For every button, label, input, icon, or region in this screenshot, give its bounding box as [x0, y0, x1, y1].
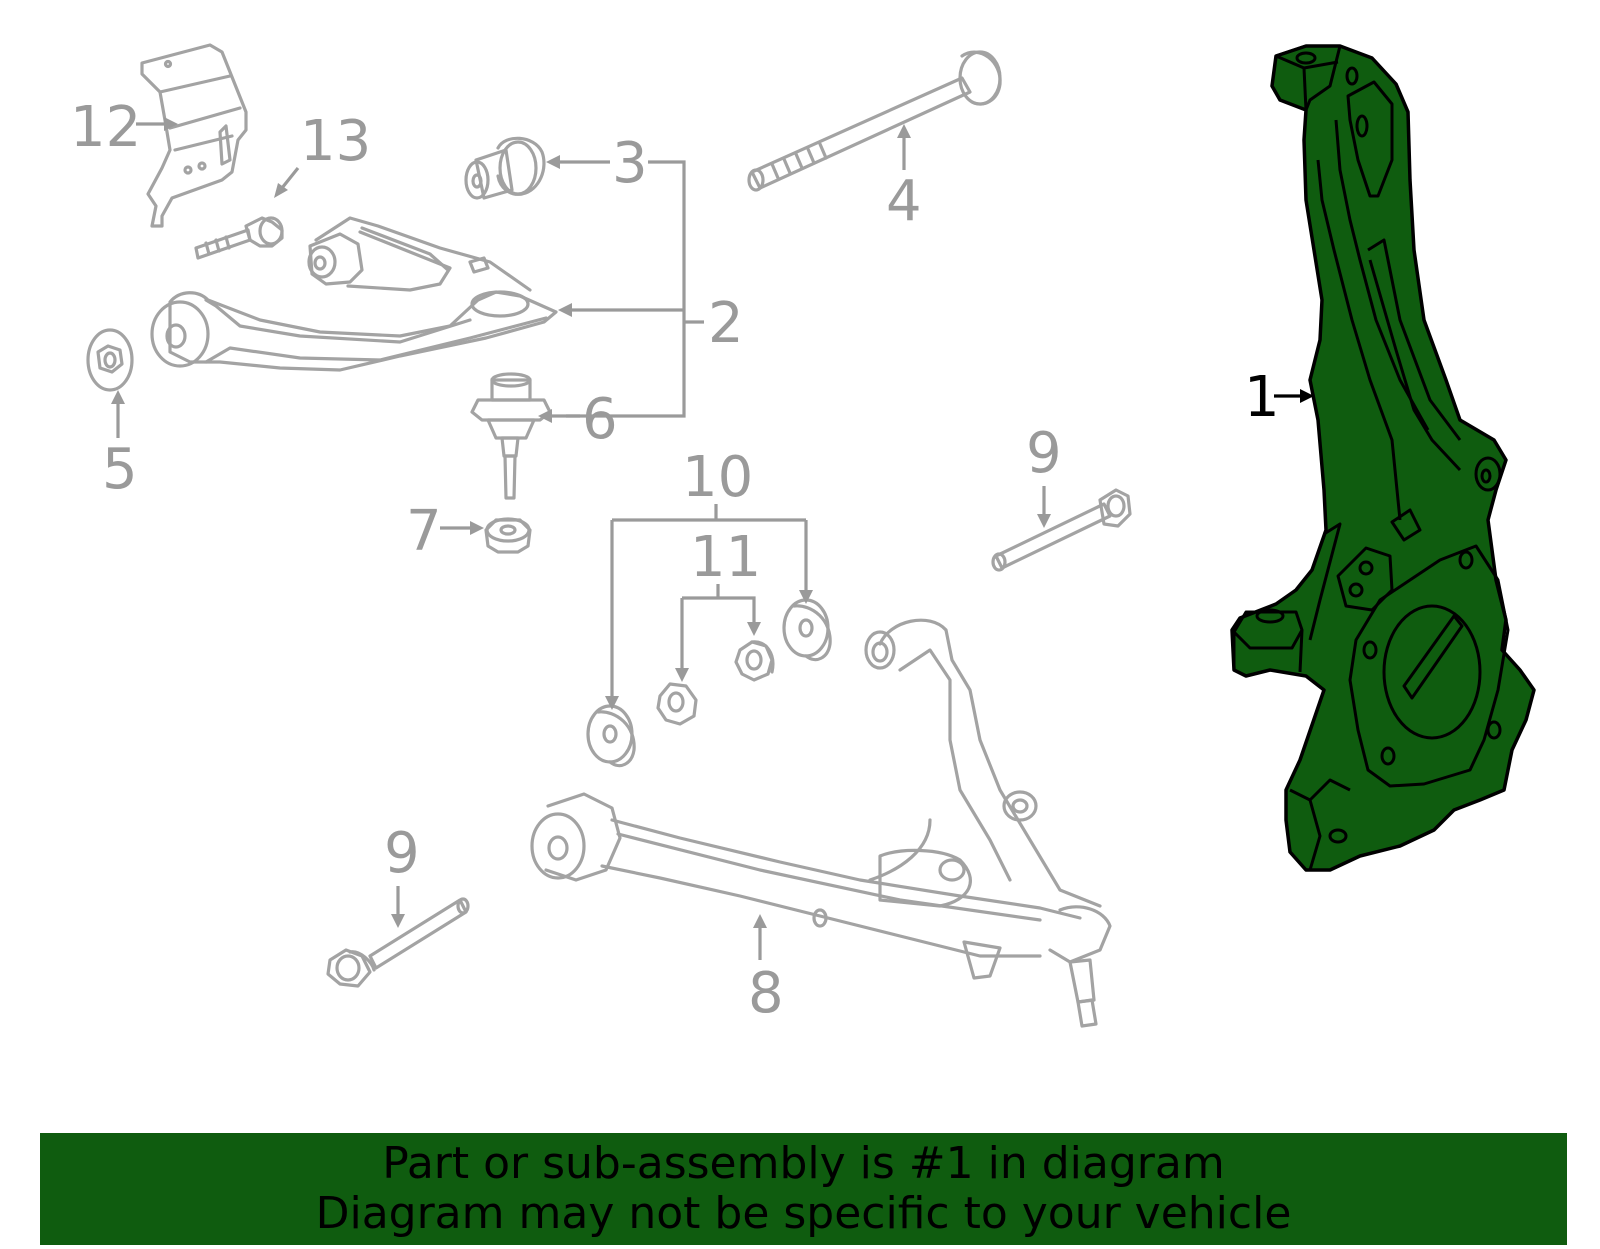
callout-9-left: 9 — [384, 821, 420, 886]
part-1-steering-knuckle[interactable] — [1230, 44, 1536, 872]
callout-11: 11 — [690, 525, 761, 590]
part-10-washer-left[interactable] — [586, 704, 636, 768]
part-10-washer-right[interactable] — [782, 598, 832, 662]
callout-7: 7 — [406, 499, 442, 564]
callout-13: 13 — [300, 109, 371, 174]
callout-6: 6 — [582, 387, 618, 452]
part-3-bushing[interactable] — [464, 136, 546, 200]
leader-lines — [111, 117, 1314, 960]
part-11-nut-right[interactable] — [734, 640, 775, 682]
part-9-bolt-lower[interactable] — [326, 897, 470, 988]
callout-9-right: 9 — [1026, 421, 1062, 486]
callout-2: 2 — [708, 291, 744, 356]
banner-line-1: Part or sub-assembly is #1 in diagram — [382, 1138, 1225, 1189]
callout-5: 5 — [102, 437, 138, 502]
part-4-long-bolt[interactable] — [747, 50, 1002, 192]
part-13-bolt[interactable] — [194, 216, 284, 260]
callout-3: 3 — [612, 131, 648, 196]
part-8-lower-control-arm[interactable] — [530, 618, 1112, 1028]
part-7-nut[interactable] — [484, 517, 532, 554]
callout-1: 1 — [1244, 365, 1280, 430]
callout-4: 4 — [886, 169, 922, 234]
info-banner: Part or sub-assembly is #1 in diagram Di… — [40, 1133, 1567, 1245]
part-6-ball-joint[interactable] — [470, 372, 552, 500]
callout-10: 10 — [682, 445, 753, 510]
callout-12: 12 — [70, 95, 141, 160]
part-2-upper-control-arm[interactable] — [150, 216, 558, 372]
part-5-nut-washer[interactable] — [86, 328, 134, 392]
callout-8: 8 — [748, 961, 784, 1026]
part-11-nut-left[interactable] — [656, 682, 698, 726]
callout-labels: 1 2 3 4 5 6 7 8 9 9 10 11 12 13 — [70, 95, 1280, 1026]
banner-line-2: Diagram may not be specific to your vehi… — [315, 1188, 1292, 1239]
part-12-shield-bracket[interactable] — [140, 43, 248, 228]
part-9-bolt-upper[interactable] — [991, 488, 1132, 572]
